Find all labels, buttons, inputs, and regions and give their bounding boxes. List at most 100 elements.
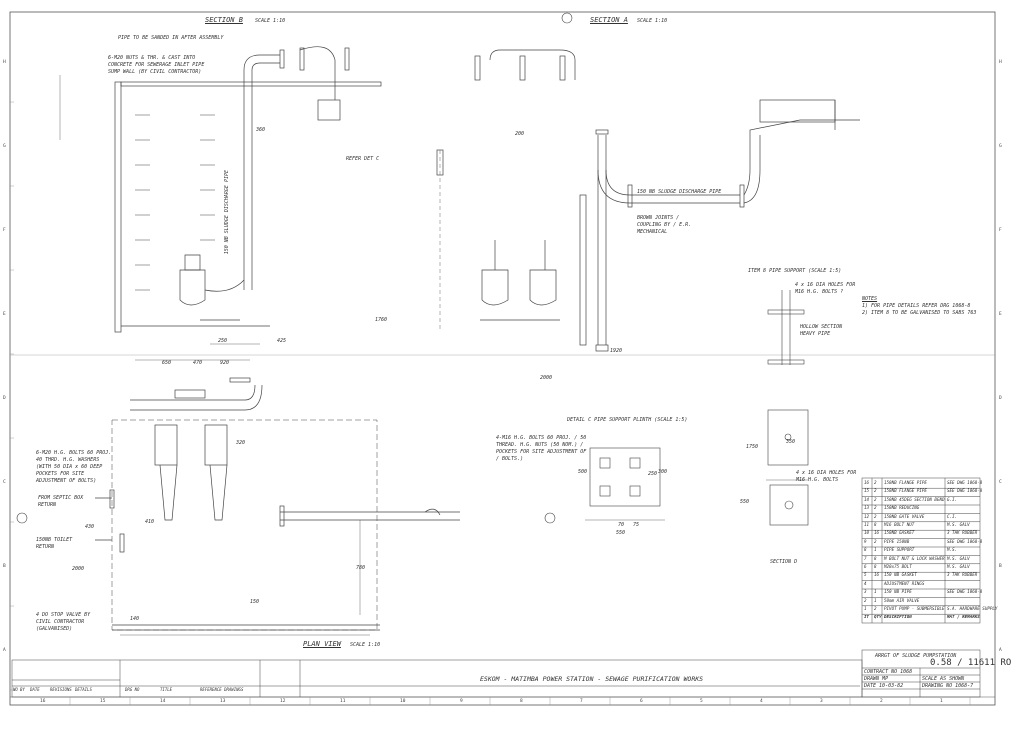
bom-cell: PIPE SUPPORT (884, 547, 915, 553)
dimension-label: 1920 (610, 348, 623, 354)
bom-cell: 6 (864, 564, 867, 569)
notes-heading: NOTES (862, 296, 878, 302)
bom-cell: PIPE 150NB (884, 538, 910, 544)
section-d-title: SECTION D (770, 559, 798, 565)
border (9, 11, 996, 706)
bom-cell: 2 (874, 606, 877, 611)
bom-cell: 5 (864, 572, 867, 578)
grid-letter: G (3, 144, 6, 149)
grid-number: 9 (460, 699, 463, 704)
toilet-return-label: 150NB TOILET RETURN (36, 537, 73, 550)
bom-cell: 150NB GASKET (884, 530, 915, 536)
bom-cell: 3 THK RUBBER (947, 572, 978, 578)
sludge-pipe-label: 150 NB SLUDGE DISCHARGE PIPE (224, 170, 230, 255)
dimension-label: 780 (356, 565, 366, 571)
dimension-label: 470 (193, 360, 203, 366)
stop-valve-note: 4 DO STOP VALVE BY CIVIL CONTRACTOR (GAL… (36, 612, 91, 632)
grid-letter: D (999, 396, 1002, 401)
dimension-label: 2000 (72, 566, 85, 572)
dimension-label: 360 (256, 127, 266, 133)
bom-header-cell: MAT / REMARKS (947, 614, 980, 620)
section-b-title: SECTION B (205, 16, 243, 24)
detail-c-title: DETAIL C PIPE SUPPORT PLINTH (SCALE 1:5) (567, 417, 688, 423)
title-block-column-label: DATE (30, 687, 40, 692)
grid-letter: B (3, 564, 6, 569)
bom-cell: 150 NB GASKET (884, 572, 917, 578)
bom-cell: G.I. (947, 496, 958, 502)
bom-cell: 1 (874, 597, 877, 603)
title-block-column-label: REFERENCE DRAWINGS (200, 687, 244, 692)
grid-letter: A (999, 648, 1002, 653)
dimension-label: 1750 (746, 444, 759, 450)
bill-of-materials (861, 477, 981, 624)
bom-cell: C.I. (947, 513, 958, 519)
bom-cell: 9 (864, 538, 867, 544)
grid-letter: D (3, 396, 6, 401)
grid-number: 3 (820, 699, 823, 704)
grid-letter: A (3, 648, 6, 653)
bom-cell: M20x75 BOLT (884, 564, 912, 569)
bom-cell: M.S. GALV (947, 564, 970, 569)
title-block-column-label: TITLE (160, 687, 173, 692)
grid-letter: E (999, 312, 1002, 317)
item-support-title: ITEM 8 PIPE SUPPORT (SCALE 1:5) (748, 268, 842, 274)
dimension-label: 140 (130, 616, 140, 622)
drawing-scale: SCALE AS SHOWN (922, 676, 965, 682)
title-block-column-label: BY (20, 687, 25, 692)
plan-view-scale: SCALE 1:10 (350, 642, 381, 648)
anchor-note: 6-M20 H.G. BOLTS 60 PROJ. 40 THRD. H.G. … (36, 450, 112, 484)
bom-header-cell: IT (864, 614, 870, 620)
section-b-note: PIPE TO BE SANDED IN AFTER ASSEMBLY (118, 35, 224, 41)
drawing-no-label: DRAWING NO 1068-7 (922, 683, 974, 689)
grid-number: 15 (100, 699, 106, 704)
dimension-label: 150 (250, 599, 260, 605)
dimension-label: 550 (616, 530, 626, 536)
drawing-title: ARRGT OF SLUDGE PUMPSTATION (875, 653, 957, 659)
bom-cell: 16 (874, 530, 880, 536)
title-block-column-label: DRG NO (125, 687, 140, 692)
grid-number: 8 (520, 699, 523, 704)
bom-cell: SEE DWG 1068-8 (947, 538, 983, 544)
drawn-by: DRAWN MP (864, 676, 889, 682)
bom-cell: 12 (864, 513, 870, 519)
bom-cell: SEE DWG 1068-8 (947, 480, 983, 485)
section-a-title: SECTION A (590, 16, 628, 24)
title-block-column-label: REVISIONS (50, 687, 72, 692)
bom-cell: M.S. GALV (947, 555, 970, 561)
dimension-label: 500 (578, 469, 588, 475)
grid-number: 2 (880, 699, 883, 704)
grid-number: 5 (700, 699, 703, 704)
bom-cell: 150NB FLANGE PIPE (884, 488, 927, 494)
title-block-column-label: NO (13, 687, 18, 692)
bom-cell: M.S. (947, 547, 958, 553)
bom-cell: 11 (864, 522, 870, 527)
contract-no: CONTRACT NO 1068 (864, 669, 913, 675)
bom-cell: 2 (874, 496, 877, 502)
bom-cell: 13 (864, 505, 870, 511)
grid-letter: C (3, 480, 6, 485)
grid-number: 1 (940, 699, 943, 704)
dimension-label: 920 (220, 360, 230, 366)
bom-cell: 15 (864, 488, 870, 494)
bom-cell: 7 (864, 555, 867, 561)
grid-number: 4 (760, 699, 763, 704)
septic-return-label: FROM SEPTIC BOX RETURN (38, 495, 84, 508)
bom-cell: 8 (874, 555, 877, 561)
bom-cell: 14 (864, 496, 870, 502)
support-holes-note: 4 x 16 DIA HOLES FOR M16 H.G. BOLTS ? (795, 282, 856, 295)
note-line: 2) ITEM 8 TO BE GALVANISED TO SABS 763 (862, 310, 977, 316)
refer-detail-c: REFER DET C (346, 156, 380, 162)
title-block-column-label: DETAILS (75, 687, 92, 692)
section-a-view (436, 49, 860, 352)
dimension-label: 250 (648, 471, 658, 477)
bom-cell: 8 (874, 564, 877, 569)
dimension-label: 200 (515, 131, 525, 137)
grid-ticks (10, 101, 971, 705)
grid-letter: B (999, 564, 1002, 569)
coupling-note: BROWN JOINTS / COUPLING BY / E.R. MECHAN… (637, 215, 692, 235)
title-block (11, 649, 981, 698)
bom-cell: 16 (874, 572, 880, 578)
drawing-date: DATE 10-03-82 (864, 683, 904, 689)
hollow-section-label: HOLLOW SECTION HEAVY PIPE (800, 324, 843, 337)
